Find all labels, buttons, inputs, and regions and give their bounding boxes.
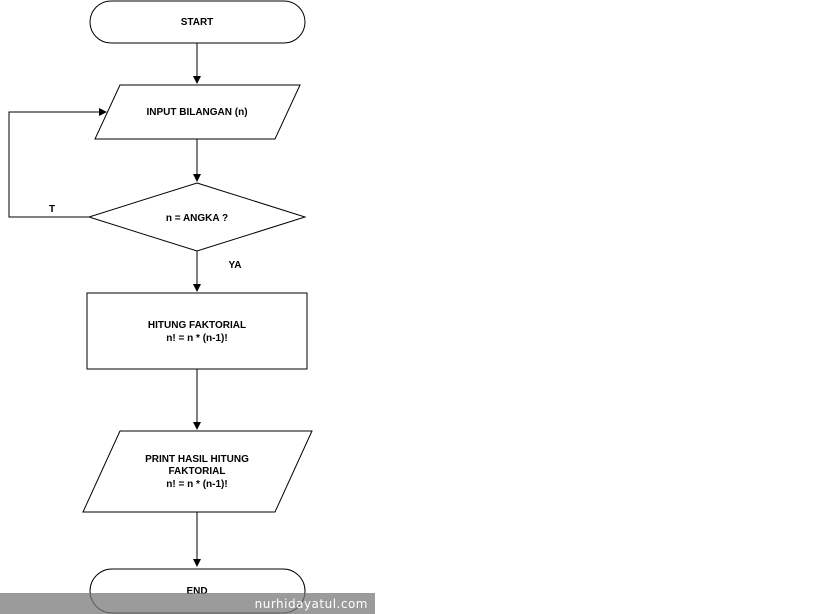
no-branch-label: T [49,204,55,215]
watermark-bar [0,593,375,614]
yes-branch-label: YA [229,260,242,271]
process-box [86,292,308,370]
end-label: END [186,586,207,597]
output-label-line3: n! = n * (n-1)! [166,479,227,490]
process-label-line2: n! = n * (n-1)! [166,333,227,344]
output-label-line1: PRINT HASIL HITUNG [145,454,249,465]
input-label: INPUT BILANGAN (n) [146,107,247,118]
start-label: START [181,17,214,28]
decision-label: n = ANGKA ? [166,213,228,224]
process-label-line1: HITUNG FAKTORIAL [148,320,246,331]
watermark-text: nurhidayatul.com [255,597,368,611]
output-parallelogram [82,430,313,513]
connector-no-loop [8,108,107,218]
input-parallelogram [94,84,301,140]
output-label-line2: FAKTORIAL [168,466,225,477]
